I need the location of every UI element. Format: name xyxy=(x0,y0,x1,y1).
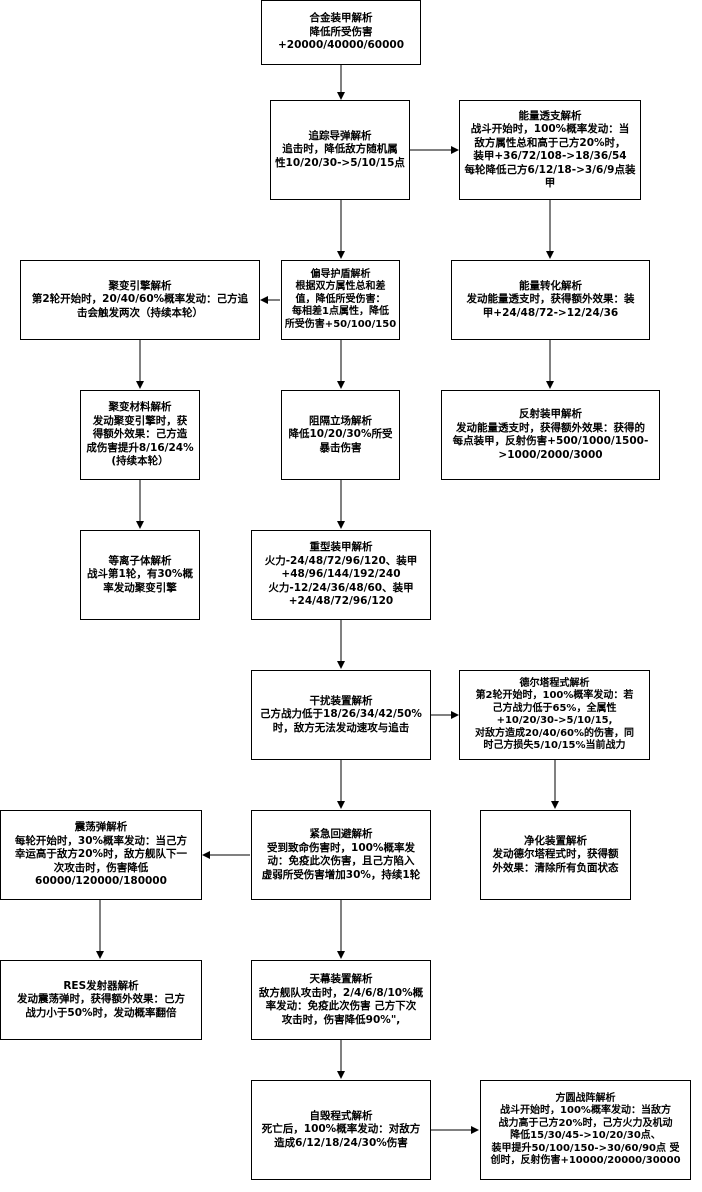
node-homing-missile: 追踪导弹解析 追击时，降低敌方随机属 性10/20/30->5/10/15点 xyxy=(270,100,410,200)
node-body: 发动能量透支时，获得额外效果：获得的 每点装甲，反射伤害+500/1000/15… xyxy=(452,421,649,461)
node-alloy-armor: 合金装甲解析 降低所受伤害 +20000/40000/60000 xyxy=(261,0,421,65)
node-title: 德尔塔程式解析 xyxy=(519,677,590,689)
node-body: 受到致命伤害时，100%概率发 动：免疫此次伤害，且己方陷入 虚弱所受伤害增加3… xyxy=(261,841,421,881)
node-canopy: 天幕装置解析 敌方舰队攻击时，2/4/6/8/10%概 率发动：免疫此次伤害 己… xyxy=(251,960,431,1040)
node-energy-convert: 能量转化解析 发动能量透支时，获得额外效果：装 甲+24/48/72->12/2… xyxy=(451,260,650,340)
node-title: 方圆战阵解析 xyxy=(555,1092,616,1104)
node-fusion-material: 聚变材料解析 发动聚变引擎时，获 得额外效果：己方造 成伤害提升8/16/24%… xyxy=(80,390,200,480)
node-emergency-evade: 紧急回避解析 受到致命伤害时，100%概率发 动：免疫此次伤害，且己方陷入 虚弱… xyxy=(251,810,431,900)
node-title: 天幕装置解析 xyxy=(309,973,373,985)
node-deflector-shield: 偏导护盾解析 根据双方属性总和差 值，降低所受伤害： 每相差1点属性，降低 所受… xyxy=(281,260,400,340)
node-body: 根据双方属性总和差 值，降低所受伤害： 每相差1点属性，降低 所受伤害+50/1… xyxy=(284,281,397,330)
node-res-launcher: RES发射器解析 发动震荡弹时，获得额外效果：己方 战力小于50%时，发动概率翻… xyxy=(0,960,202,1040)
node-title: 能量转化解析 xyxy=(519,279,582,292)
node-title: 追踪导弹解析 xyxy=(308,129,372,142)
node-body: 第2轮开始时，20/40/60%概率发动：己方追 击会触发两次（持续本轮） xyxy=(31,293,249,319)
node-body: 发动震荡弹时，获得额外效果：己方 战力小于50%时，发动概率翻倍 xyxy=(17,993,185,1019)
node-title: 反射装甲解析 xyxy=(519,408,582,420)
node-body: 己方战力低于18/26/34/42/50% 时，敌方无法发动速攻与追击 xyxy=(260,708,422,734)
node-title: RES发射器解析 xyxy=(63,979,139,992)
node-jammer: 干扰装置解析 己方战力低于18/26/34/42/50% 时，敌方无法发动速攻与… xyxy=(251,670,431,760)
node-reflect-armor: 反射装甲解析 发动能量透支时，获得额外效果：获得的 每点装甲，反射伤害+500/… xyxy=(441,390,660,480)
node-title: 阻隔立场解析 xyxy=(309,414,372,427)
node-title: 聚变引擎解析 xyxy=(108,279,172,292)
node-heavy-armor: 重型装甲解析 火力-24/48/72/96/120、装甲 +48/96/144/… xyxy=(251,530,431,620)
node-body: 每轮开始时，30%概率发动：当己方 幸运高于敌方20%时，敌方舰队下一 次攻击时… xyxy=(14,834,188,888)
node-title: 震荡弹解析 xyxy=(74,821,128,834)
node-shock-missile: 震荡弹解析 每轮开始时，30%概率发动：当己方 幸运高于敌方20%时，敌方舰队下… xyxy=(0,810,202,900)
node-title: 能量透支解析 xyxy=(518,109,582,122)
node-self-destruct: 自毁程式解析 死亡后，100%概率发动：对敌方 造成6/12/18/24/30%… xyxy=(251,1080,431,1180)
node-body: 战斗第1轮，有30%概 率发动聚变引擎 xyxy=(87,568,193,594)
node-title: 紧急回避解析 xyxy=(309,828,373,840)
node-plasma: 等离子体解析 战斗第1轮，有30%概 率发动聚变引擎 xyxy=(80,530,200,620)
node-delta-program: 德尔塔程式解析 第2轮开始时，100%概率发动：若 己方战力低于65%，全属性 … xyxy=(459,670,650,760)
node-body: 战斗开始时，100%概率发动：当 敌方属性总和高于己方20%时， 装甲+36/7… xyxy=(464,123,636,189)
node-energy-overdraw: 能量透支解析 战斗开始时，100%概率发动：当 敌方属性总和高于己方20%时， … xyxy=(459,100,641,200)
node-body: 战斗开始时，100%概率发动：当敌方 战力高于己方20%时，己方火力及机动 降低… xyxy=(490,1105,681,1166)
node-title: 干扰装置解析 xyxy=(309,694,373,707)
node-body: 敌方舰队攻击时，2/4/6/8/10%概 率发动：免疫此次伤害 己方下次 攻击时… xyxy=(258,986,424,1026)
node-body: 发动聚变引擎时，获 得额外效果：己方造 成伤害提升8/16/24% (持续本轮） xyxy=(86,414,194,468)
node-title: 自毁程式解析 xyxy=(309,1109,373,1122)
node-body: 第2轮开始时，100%概率发动：若 己方战力低于65%，全属性 +10/20/3… xyxy=(474,690,635,751)
node-body: 降低所受伤害 +20000/40000/60000 xyxy=(277,25,405,52)
node-title: 净化装置解析 xyxy=(524,834,587,847)
node-square-formation: 方圆战阵解析 战斗开始时，100%概率发动：当敌方 战力高于己方20%时，己方火… xyxy=(480,1080,691,1180)
node-title: 聚变材料解析 xyxy=(108,401,172,414)
node-body: 降低10/20/30%所受 暴击伤害 xyxy=(288,428,393,454)
node-title: 偏导护盾解析 xyxy=(310,268,371,280)
node-body: 追击时，降低敌方随机属 性10/20/30->5/10/15点 xyxy=(275,143,405,169)
node-fusion-engine: 聚变引擎解析 第2轮开始时，20/40/60%概率发动：己方追 击会触发两次（持… xyxy=(20,260,260,340)
node-title: 重型装甲解析 xyxy=(309,541,373,554)
node-body: 火力-24/48/72/96/120、装甲 +48/96/144/192/240… xyxy=(264,554,418,608)
node-body: 死亡后，100%概率发动：对敌方 造成6/12/18/24/30%伤害 xyxy=(261,1123,421,1149)
node-title: 合金装甲解析 xyxy=(309,12,373,25)
node-purifier: 净化装置解析 发动德尔塔程式时，获得额 外效果：清除所有负面状态 xyxy=(480,810,631,900)
node-body: 发动德尔塔程式时，获得额 外效果：清除所有负面状态 xyxy=(492,848,619,874)
node-title: 等离子体解析 xyxy=(108,554,172,567)
node-body: 发动能量透支时，获得额外效果：装 甲+24/48/72->12/24/36 xyxy=(466,293,635,319)
node-barrier-field: 阻隔立场解析 降低10/20/30%所受 暴击伤害 xyxy=(281,390,400,480)
